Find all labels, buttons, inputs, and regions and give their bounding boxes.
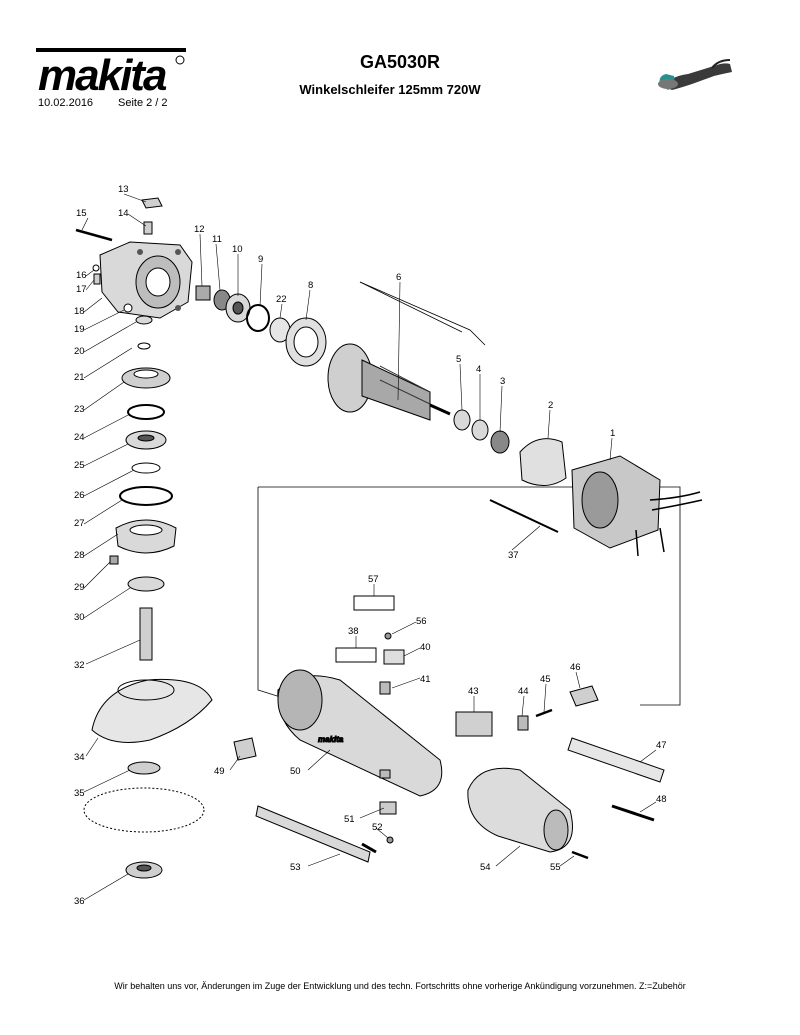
callout-28: 28	[74, 550, 85, 561]
callout-18: 18	[74, 306, 85, 317]
model-subtitle: Winkelschleifer 125mm 720W	[299, 82, 481, 97]
bearing-set-upper	[195, 285, 327, 367]
callout-37: 37	[508, 550, 519, 561]
callout-45: 45	[540, 674, 551, 685]
armature	[327, 343, 510, 454]
callout-56: 56	[416, 616, 427, 627]
brush-holder-parts	[379, 632, 405, 695]
angle-grinder-photo-icon	[652, 46, 736, 98]
callout-3: 3	[500, 376, 505, 387]
callout-47: 47	[656, 740, 667, 751]
callout-17: 17	[76, 284, 87, 295]
callout-10: 10	[232, 244, 243, 255]
callout-38: 38	[348, 626, 359, 637]
motor-housing: makita	[277, 669, 443, 797]
callout-8: 8	[308, 280, 313, 291]
shaft-lock-parts	[75, 197, 163, 313]
callout-22: 22	[276, 294, 287, 305]
callout-34: 34	[74, 752, 85, 763]
callout-5: 5	[456, 354, 461, 365]
gear-housing	[99, 241, 193, 319]
callout-2: 2	[548, 400, 553, 411]
callout-26: 26	[74, 490, 85, 501]
cord-parts	[567, 737, 665, 822]
callout-49: 49	[214, 766, 225, 777]
switch-lever-parts	[233, 737, 397, 863]
callout-25: 25	[74, 460, 85, 471]
logo-wordmark: makita	[38, 51, 167, 94]
rear-cover	[467, 767, 589, 860]
label-plate-38	[335, 647, 377, 663]
exploded-view-diagram: makita	[74, 184, 703, 907]
spindle-stack	[109, 315, 177, 661]
svg-text:makita: makita	[318, 735, 344, 744]
long-screw	[489, 499, 559, 533]
callout-21: 21	[74, 372, 85, 383]
callout-30: 30	[74, 612, 85, 623]
callout-51: 51	[344, 814, 355, 825]
callout-4: 4	[476, 364, 481, 375]
makita-logo: makita	[36, 48, 186, 100]
callout-11: 11	[212, 234, 222, 245]
callout-27: 27	[74, 518, 85, 529]
callout-16: 16	[76, 270, 87, 281]
callout-9: 9	[258, 254, 263, 265]
flange-wheel-nut	[83, 761, 205, 879]
callout-32: 32	[74, 660, 85, 671]
callout-14: 14	[118, 208, 129, 219]
callout-55: 55	[550, 862, 561, 873]
callout-40: 40	[420, 642, 431, 653]
callout-36: 36	[74, 896, 85, 907]
callout-23: 23	[74, 404, 85, 415]
label-plate-57	[353, 595, 395, 611]
callout-24: 24	[74, 432, 85, 443]
model-title: GA5030R	[359, 52, 441, 72]
wheel-guard	[91, 678, 213, 743]
callout-20: 20	[74, 346, 85, 357]
callout-1: 1	[610, 428, 615, 439]
page-number: Seite 2 / 2	[118, 97, 168, 109]
callout-41: 41	[420, 674, 431, 685]
callout-52: 52	[372, 822, 383, 833]
callout-6: 6	[396, 272, 401, 283]
callout-48: 48	[656, 794, 667, 805]
disclaimer-footer: Wir behalten uns vor, Änderungen im Zuge…	[114, 981, 686, 991]
callout-54: 54	[480, 862, 491, 873]
callout-44: 44	[518, 686, 529, 697]
print-date: 10.02.2016	[38, 97, 94, 109]
switch-parts	[455, 685, 599, 737]
callout-35: 35	[74, 788, 85, 799]
part-callouts: 1 2 3 4 5 6 8 9 10 11 12 13 14 15 16 17 …	[74, 184, 667, 907]
callout-29: 29	[74, 582, 85, 593]
callout-53: 53	[290, 862, 301, 873]
callout-46: 46	[570, 662, 581, 673]
callout-50: 50	[290, 766, 301, 777]
baffle-plate	[519, 438, 567, 486]
callout-19: 19	[74, 324, 85, 335]
callout-57: 57	[368, 574, 379, 585]
field-stator	[571, 455, 703, 557]
callout-43: 43	[468, 686, 479, 697]
callout-15: 15	[76, 208, 87, 219]
callout-12: 12	[194, 224, 205, 235]
callout-13: 13	[118, 184, 129, 195]
leader-lines	[81, 193, 657, 901]
